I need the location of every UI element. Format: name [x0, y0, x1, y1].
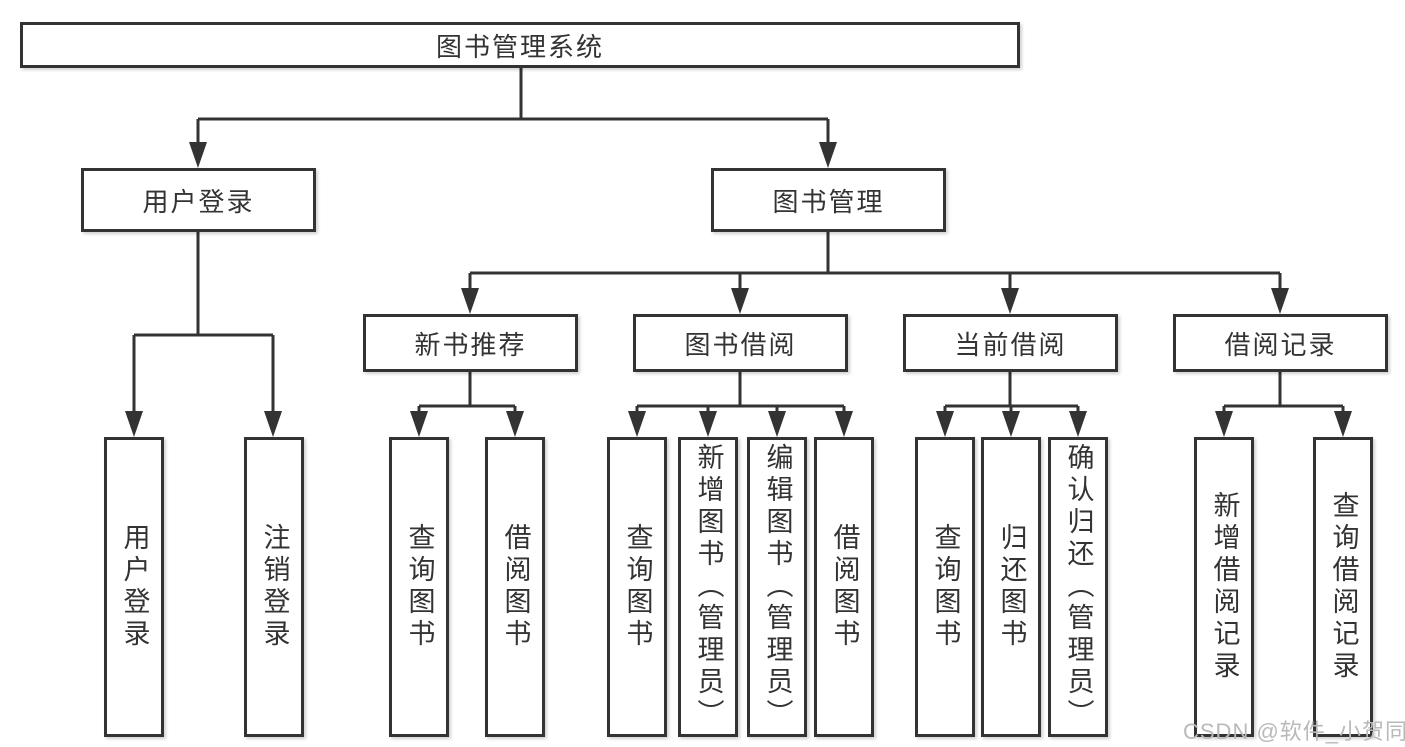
leaf-query-books-recommendation: 查询图书	[389, 437, 449, 737]
node-book-management: 图书管理	[711, 168, 946, 232]
watermark-text: CSDN @软件_小贺同学	[1183, 719, 1405, 744]
leaf-confirm-return-admin-label: 确认归还（管理员）	[1063, 443, 1094, 731]
leaf-return-books-label: 归还图书	[996, 523, 1027, 651]
leaf-query-books-current: 查询图书	[915, 437, 975, 737]
connector-book-borrowing-to-leaves	[628, 372, 853, 437]
leaf-edit-books-admin-label: 编辑图书（管理员）	[762, 443, 793, 731]
leaf-add-borrowing-record: 新增借阅记录	[1194, 437, 1254, 737]
leaf-add-borrowing-record-label: 新增借阅记录	[1209, 491, 1240, 683]
leaf-user-login: 用户登录	[104, 437, 164, 737]
leaf-edit-books-admin: 编辑图书（管理员）	[747, 437, 807, 737]
leaf-return-books: 归还图书	[981, 437, 1041, 737]
connector-root-to-branches	[189, 68, 837, 168]
node-book-borrowing-label: 图书借阅	[684, 329, 797, 360]
leaf-logout-label: 注销登录	[259, 523, 290, 651]
connector-new-book-recommendation-to-leaves	[410, 372, 524, 437]
node-library-management-system-label: 图书管理系统	[435, 31, 604, 62]
leaf-borrow-books-borrowing: 借阅图书	[814, 437, 874, 737]
node-library-management-system: 图书管理系统	[20, 22, 1020, 68]
leaf-add-books-admin-label: 新增图书（管理员）	[693, 443, 724, 731]
connector-user-login-to-leaves	[125, 232, 282, 437]
node-borrowing-records-label: 借阅记录	[1224, 329, 1337, 360]
leaf-query-books-borrowing: 查询图书	[607, 437, 667, 737]
leaf-query-books-borrowing-label: 查询图书	[622, 523, 653, 651]
connector-book-management-to-sections	[461, 232, 1289, 314]
connector-borrowing-records-to-leaves	[1215, 372, 1352, 437]
leaf-logout: 注销登录	[244, 437, 304, 737]
leaf-borrow-books-borrowing-label: 借阅图书	[829, 523, 860, 651]
node-borrowing-records: 借阅记录	[1173, 314, 1388, 372]
leaf-query-borrowing-record: 查询借阅记录	[1313, 437, 1373, 737]
leaf-query-books-current-label: 查询图书	[930, 523, 961, 651]
node-user-login-label: 用户登录	[142, 186, 255, 217]
leaf-query-borrowing-record-label: 查询借阅记录	[1328, 491, 1359, 683]
leaf-borrow-books-recommendation-label: 借阅图书	[500, 523, 531, 651]
node-book-borrowing: 图书借阅	[633, 314, 848, 372]
leaf-confirm-return-admin: 确认归还（管理员）	[1048, 437, 1108, 737]
leaf-user-login-label: 用户登录	[119, 523, 150, 651]
leaf-borrow-books-recommendation: 借阅图书	[485, 437, 545, 737]
node-new-book-recommendation: 新书推荐	[363, 314, 578, 372]
node-user-login: 用户登录	[81, 168, 316, 232]
node-current-borrowing-label: 当前借阅	[954, 329, 1067, 360]
connector-current-borrowing-to-leaves	[936, 372, 1087, 437]
node-new-book-recommendation-label: 新书推荐	[414, 329, 527, 360]
node-book-management-label: 图书管理	[772, 186, 885, 217]
leaf-query-books-recommendation-label: 查询图书	[404, 523, 435, 651]
node-current-borrowing: 当前借阅	[903, 314, 1118, 372]
leaf-add-books-admin: 新增图书（管理员）	[678, 437, 738, 737]
